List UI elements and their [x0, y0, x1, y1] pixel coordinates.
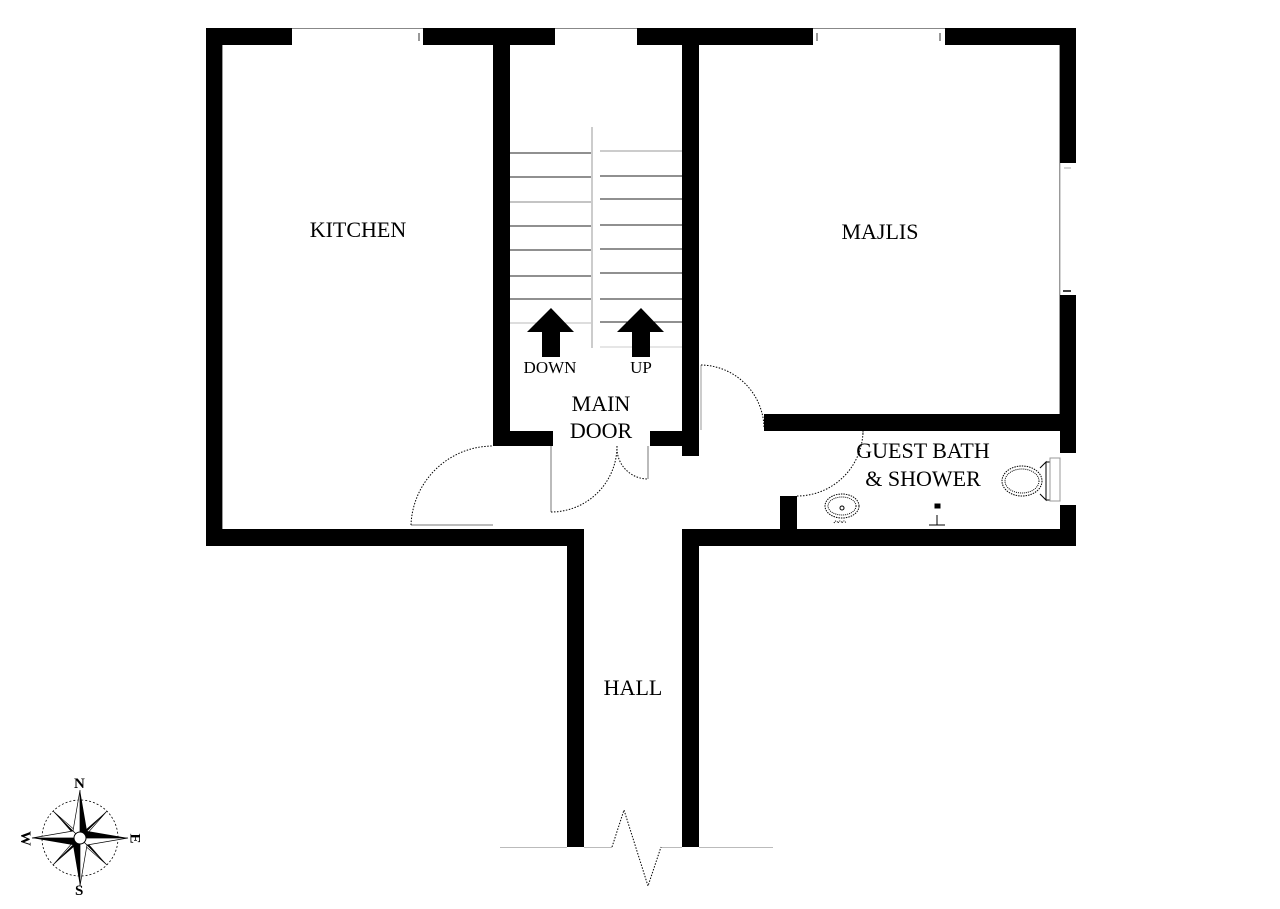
room-label-kitchen: KITCHEN: [309, 217, 407, 242]
room-label-guest-bath-line2: & SHOWER: [865, 466, 981, 491]
wall-kitchen-left: [206, 28, 222, 546]
majlis-door-swing: [700, 364, 765, 429]
stairs-down-label: DOWN: [523, 358, 577, 377]
wall-majlis-right-top: [1060, 28, 1076, 163]
main-door-right-swing: [616, 445, 649, 480]
wall-bottom-left: [206, 529, 583, 546]
up-arrow-icon: [617, 308, 664, 357]
wall-bottom-right: [682, 529, 1076, 546]
wall-hall-left: [567, 529, 584, 847]
shower-icon: [934, 503, 938, 509]
wall-majlis-bath-divider: [764, 414, 1076, 431]
basin-icon: [824, 493, 860, 519]
wall-hall-right: [682, 529, 699, 847]
wall-top-kitchen-right: [423, 28, 555, 45]
room-label-guest-bath-line1: GUEST BATH: [856, 438, 990, 463]
bath-fixtures: [824, 457, 1061, 526]
room-label-main-door-line1: MAIN: [571, 391, 631, 416]
window-ticks: [418, 33, 941, 41]
compass-west-label: W: [17, 831, 33, 846]
bath-door-swing: [796, 430, 864, 497]
compass-east-label: E: [126, 833, 143, 844]
room-label-majlis: MAJLIS: [841, 219, 919, 244]
wall-top-majlis-right: [945, 28, 1076, 45]
compass-south-label: S: [75, 883, 84, 899]
wall-main-door-left-stub: [493, 431, 553, 446]
stairs-up-label: UP: [630, 358, 652, 377]
wall-majlis-right-mid: [1060, 295, 1076, 453]
hall-break-line: [500, 808, 773, 888]
wall-top-kitchen-left: [206, 28, 292, 45]
room-label-hall: HALL: [603, 675, 663, 700]
compass-north-label: N: [74, 776, 85, 792]
doors: [410, 364, 864, 526]
majlis-east-window: [1059, 163, 1071, 295]
staircase: [510, 127, 682, 348]
wall-stair-right: [682, 28, 699, 456]
room-label-main-door-line2: DOOR: [569, 418, 633, 443]
main-door-left-swing: [550, 445, 618, 513]
wall-main-door-right-stub: [650, 431, 699, 446]
down-arrow-icon: [527, 308, 574, 357]
wall-top-stairs-right: [637, 28, 813, 45]
toilet-icon: [1001, 465, 1043, 497]
kitchen-door-swing: [410, 445, 494, 526]
compass-rose-icon: [31, 789, 129, 887]
walls: [206, 28, 1076, 847]
wall-stair-left: [493, 28, 510, 445]
